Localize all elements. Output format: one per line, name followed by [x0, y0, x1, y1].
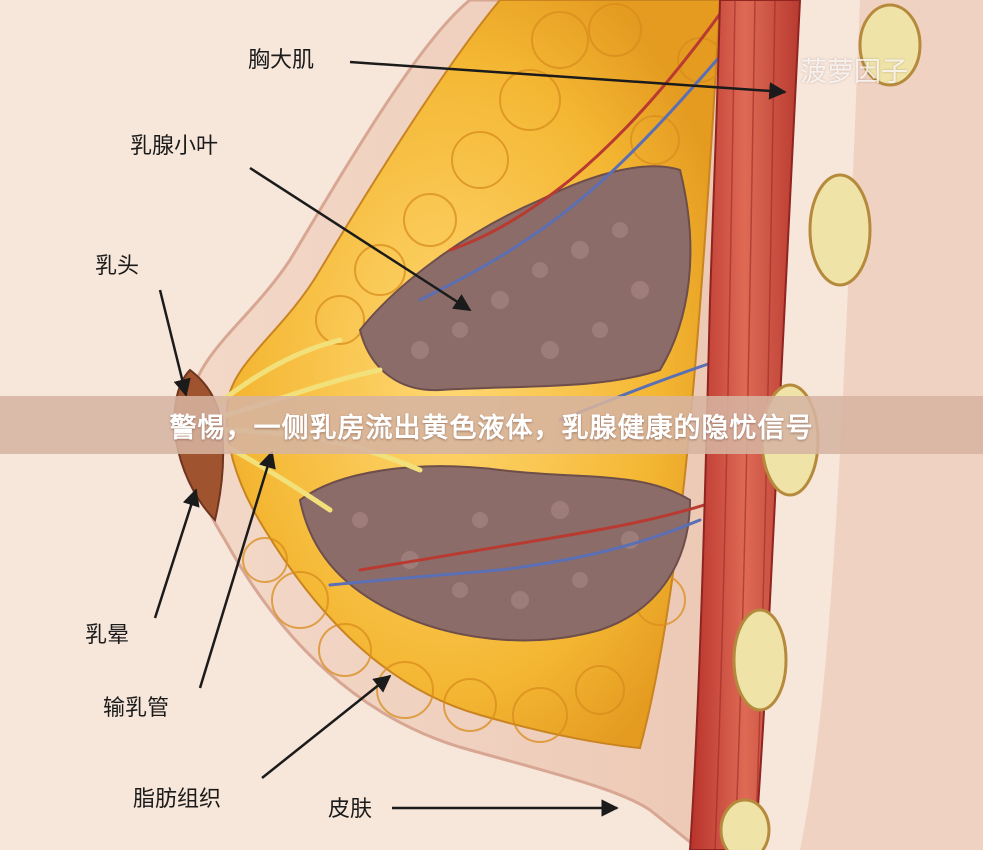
- ribs: [719, 3, 922, 850]
- arrow-pectoralis: [349, 60, 787, 100]
- label-duct: 输乳管: [103, 696, 170, 721]
- banner-title: 警惕，一侧乳房流出黄色液体，乳腺健康的隐忧信号: [169, 412, 814, 444]
- arrow-fat: [261, 674, 392, 779]
- label-lobule: 乳腺小叶: [130, 134, 219, 159]
- mammary-lobule-lower: [298, 465, 692, 642]
- label-areola: 乳晕: [85, 623, 130, 648]
- leader-arrows: [153, 60, 787, 817]
- label-fat: 脂肪组织: [133, 787, 222, 812]
- arrow-duct: [198, 450, 276, 689]
- label-nipple: 乳头: [95, 254, 140, 279]
- arrow-nipple: [158, 289, 191, 397]
- title-banner: 警惕，一侧乳房流出黄色液体，乳腺健康的隐忧信号: [0, 396, 983, 454]
- arrow-areola: [153, 488, 200, 619]
- label-skin: 皮肤: [328, 797, 373, 822]
- label-pectoralis: 胸大肌: [248, 48, 315, 73]
- watermark: 菠萝因子: [800, 57, 908, 88]
- arrow-lobule: [249, 166, 472, 312]
- mammary-lobule-upper: [358, 165, 692, 392]
- gland-texture: [352, 222, 649, 609]
